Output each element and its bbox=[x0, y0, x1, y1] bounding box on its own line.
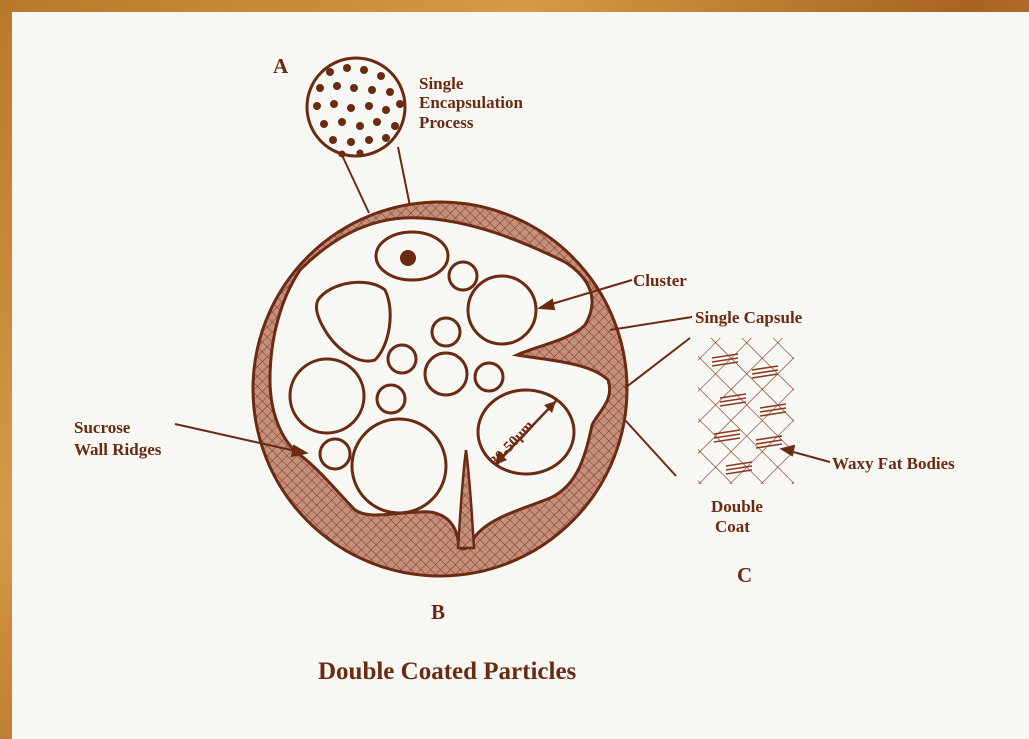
zoom-line-top bbox=[625, 338, 690, 388]
double-coat-detail bbox=[698, 338, 794, 484]
connector-line-a-left bbox=[341, 153, 369, 213]
label-single-capsule: Single Capsule bbox=[695, 308, 803, 327]
double-coated-particle bbox=[253, 202, 627, 576]
label-waxy-fat-bodies: Waxy Fat Bodies bbox=[832, 454, 955, 473]
label-double-coat-line2: Coat bbox=[715, 517, 750, 536]
label-single-encapsulation-line2: Encapsulation bbox=[419, 93, 523, 112]
figure-title: Double Coated Particles bbox=[318, 658, 577, 685]
label-cluster: Cluster bbox=[633, 271, 687, 290]
zoom-line-bottom bbox=[625, 420, 676, 476]
label-double-coat-line1: Double bbox=[711, 497, 763, 516]
label-c: C bbox=[737, 563, 752, 587]
single-encapsulation-circle bbox=[307, 58, 405, 158]
label-single-encapsulation-line3: Process bbox=[419, 113, 474, 132]
label-sucrose-line1: Sucrose bbox=[74, 418, 131, 437]
label-single-encapsulation-line1: Single bbox=[419, 74, 464, 93]
label-b: B bbox=[431, 600, 445, 624]
single-capsule-pointer bbox=[610, 317, 692, 330]
connector-line-a-right bbox=[398, 147, 410, 206]
label-a: A bbox=[273, 54, 289, 78]
label-sucrose-line2: Wall Ridges bbox=[74, 440, 162, 459]
